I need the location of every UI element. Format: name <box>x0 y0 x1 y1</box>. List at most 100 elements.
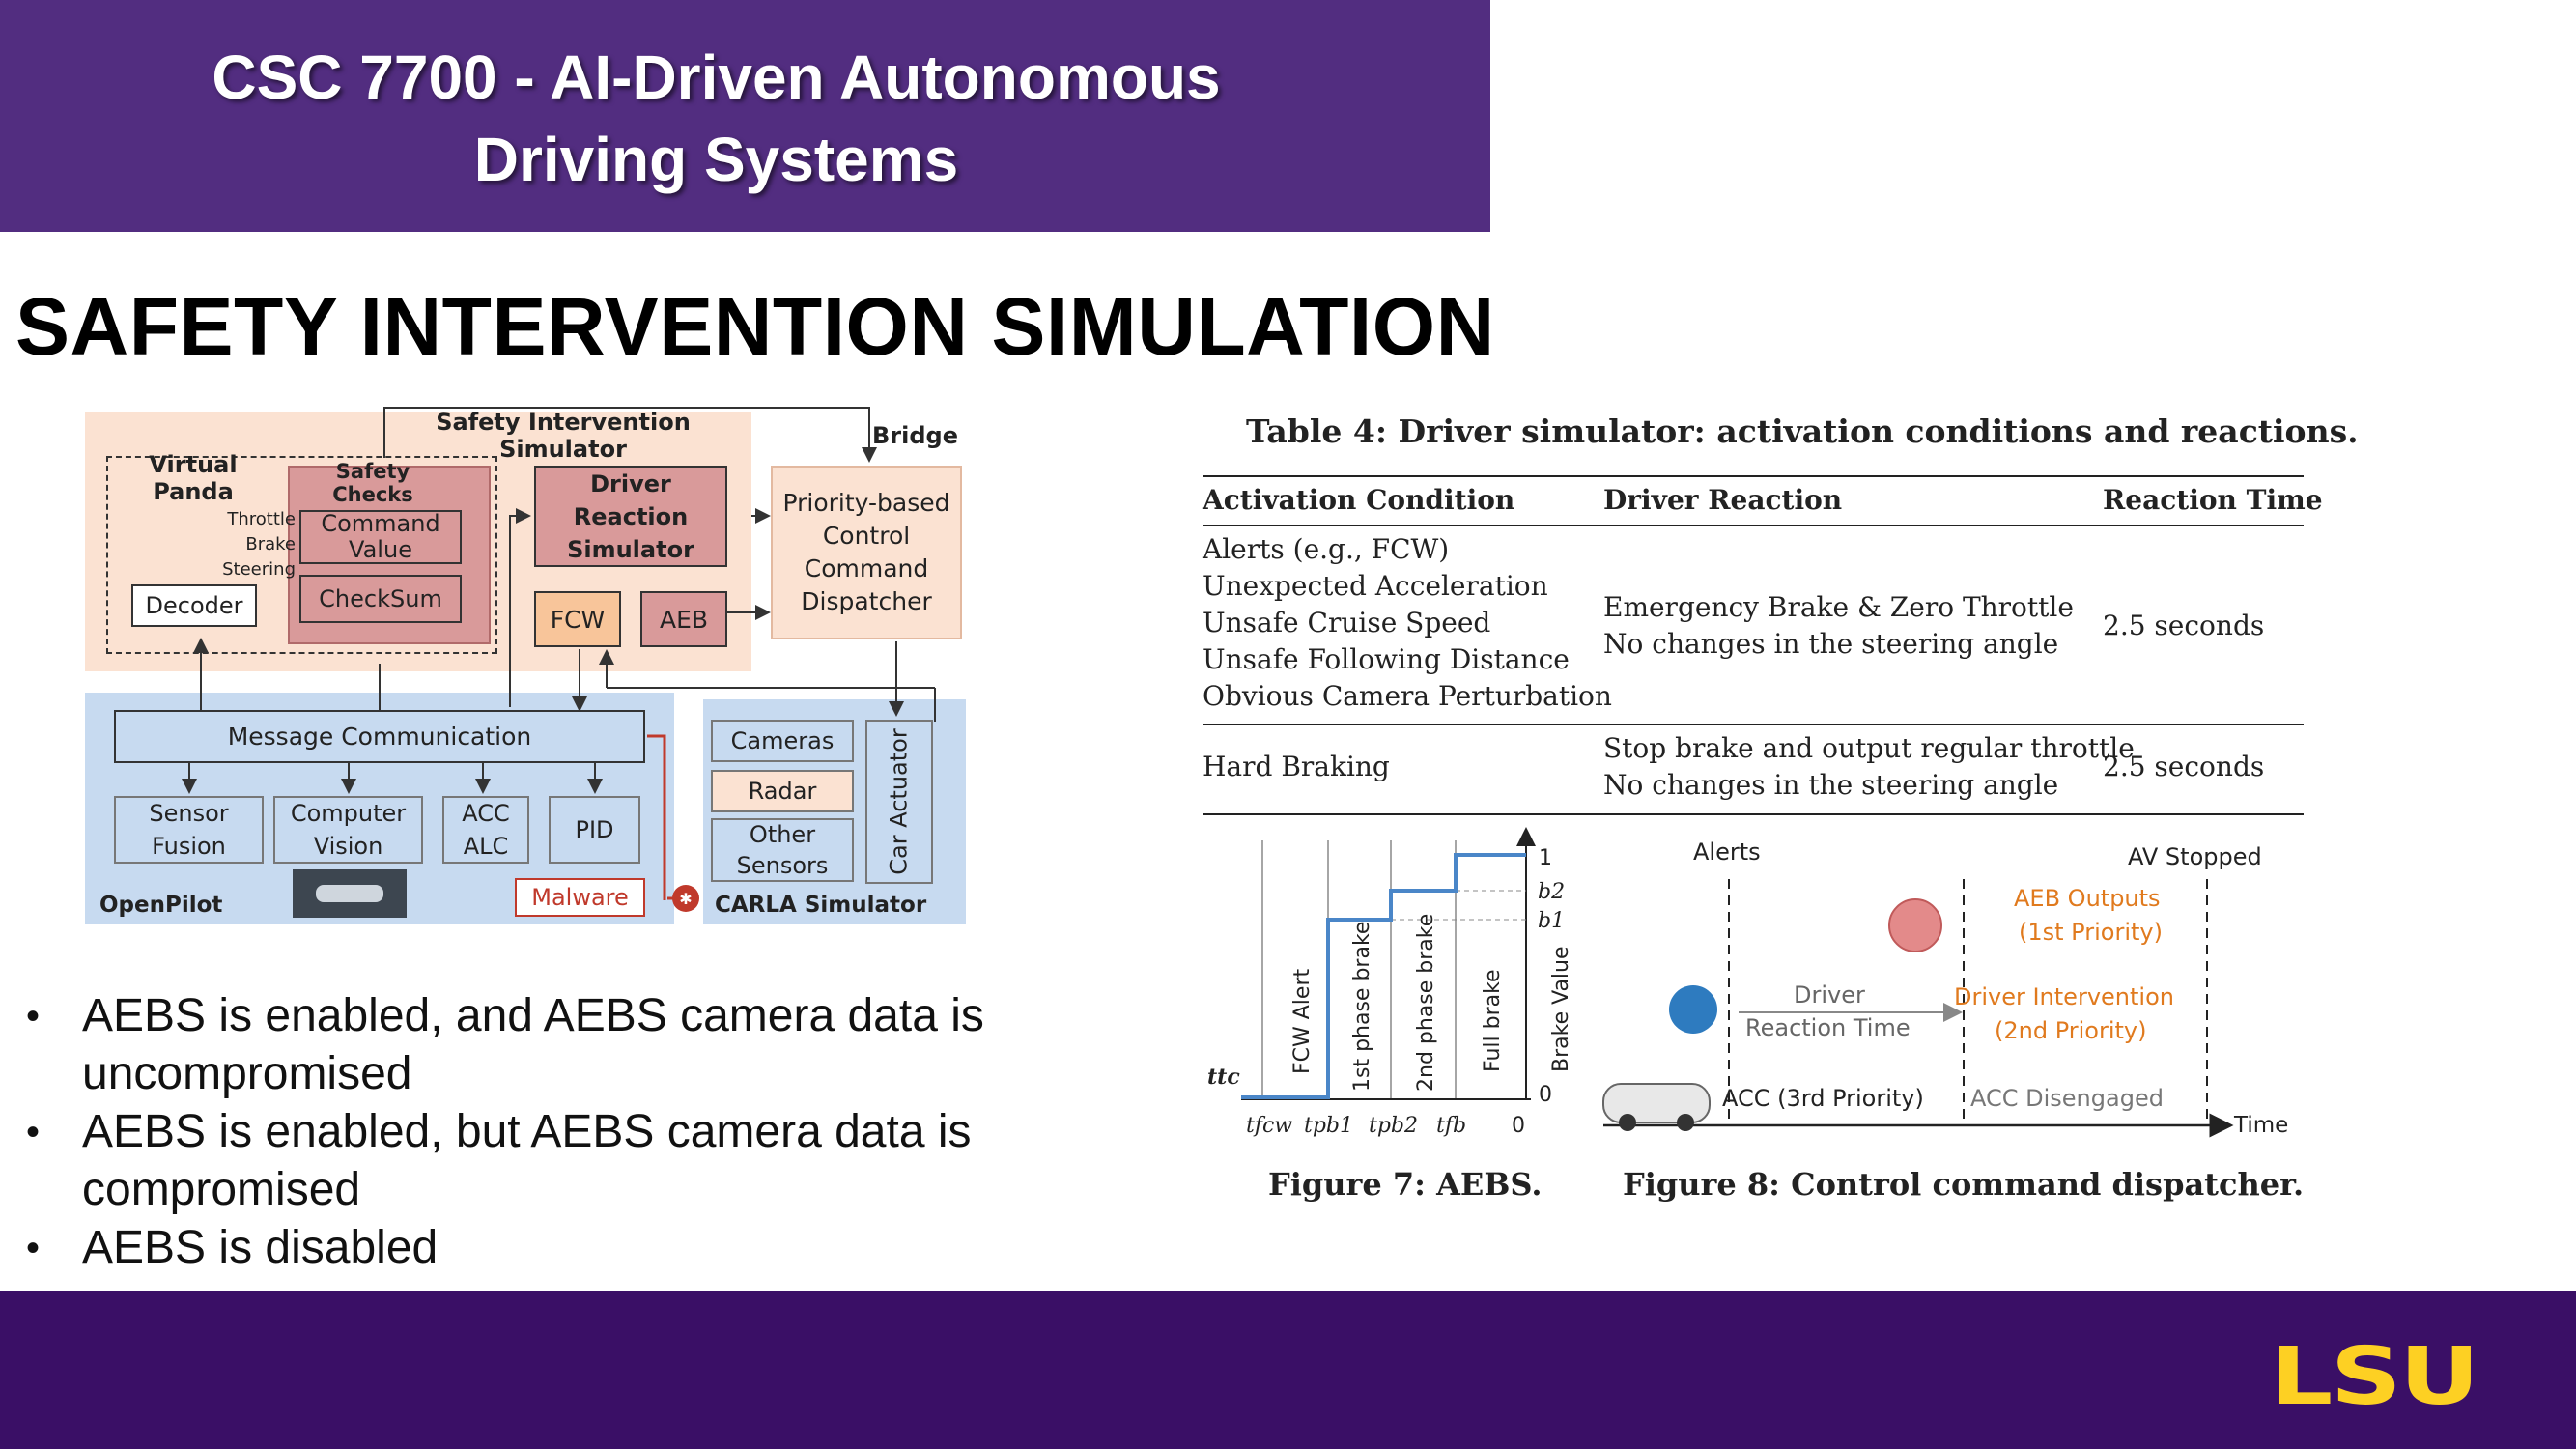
fig7-ytick: 1 <box>1539 846 1552 870</box>
row1-condition: Obvious Camera Perturbation <box>1203 680 1612 712</box>
row1-condition: Unexpected Acceleration <box>1203 570 1548 602</box>
fig8-av-stopped-label: AV Stopped <box>2128 843 2262 870</box>
row1-reaction: Emergency Brake & Zero Throttle <box>1603 591 2074 623</box>
openpilot-label: OpenPilot <box>99 893 223 918</box>
throttle-label: Throttle <box>227 508 296 529</box>
safety-intervention-simulator-label: Safety Intervention Simulator <box>436 409 691 463</box>
course-title-line1: CSC 7700 - AI-Driven Autonomous <box>212 43 1221 112</box>
fig7-xtick: 0 <box>1512 1114 1525 1138</box>
fig7-xtick: tpb2 <box>1369 1114 1418 1138</box>
dispatcher-box: Priority-based Control Command Dispatche… <box>771 466 962 639</box>
header-reaction-time: Reaction Time <box>2103 484 2323 516</box>
fig7-ytick: 0 <box>1539 1083 1552 1107</box>
safety-checks-box <box>288 466 491 644</box>
cameras-box: Cameras <box>711 720 854 762</box>
table-caption: Table 4: Driver simulator: activation co… <box>1246 412 2359 450</box>
fig7-label-fcw-alert: FCW Alert <box>1290 968 1315 1074</box>
slide-heading: SAFETY INTERVENTION SIMULATION <box>15 281 1495 372</box>
fig7-brake-curve <box>1241 853 1526 1099</box>
pid-box: PID <box>549 796 640 864</box>
fig8-time-label: Time <box>2233 1113 2288 1138</box>
bullet-item: AEBS is enabled, and AEBS camera data is… <box>26 987 1096 1103</box>
row2-reaction: No changes in the steering angle <box>1603 769 2059 801</box>
header-driver-reaction: Driver Reaction <box>1603 484 1843 516</box>
fig8-aeb-icon <box>1888 898 1942 952</box>
fig7-ytick: b2 <box>1538 880 1565 904</box>
radar-box: Radar <box>711 770 854 812</box>
table-bottom-rule <box>1203 813 2304 815</box>
diagram-connectors <box>182 407 936 900</box>
row1-condition: Unsafe Cruise Speed <box>1203 607 1491 639</box>
message-communication-box: Message Communication <box>114 710 645 763</box>
fig8-car-icon <box>1602 1083 1711 1123</box>
table-row-rule <box>1203 724 2304 725</box>
decoder-box: Decoder <box>131 584 257 627</box>
sensor-fusion-box: Sensor Fusion <box>114 796 264 864</box>
figure7-caption: Figure 7: AEBS. <box>1268 1166 1542 1203</box>
figure8-dispatcher: Time Alerts AV Stopped AEB Outputs (1st … <box>1602 838 2304 1203</box>
bridge-label: Bridge <box>872 422 958 449</box>
fig8-alerts-label: Alerts <box>1693 838 1761 866</box>
carla-simulator-label: CARLA Simulator <box>715 893 927 918</box>
row1-condition: Unsafe Following Distance <box>1203 643 1570 675</box>
bullet-item: AEBS is enabled, but AEBS camera data is… <box>26 1103 1096 1219</box>
row2-condition: Hard Braking <box>1203 751 1390 782</box>
fig7-ytick: b1 <box>1538 909 1565 933</box>
fig7-label-full-brake: Full brake <box>1481 969 1505 1072</box>
acc-alc-box: ACC ALC <box>442 796 529 864</box>
other-sensors-box: Other Sensors <box>711 818 854 882</box>
computer-vision-box: Computer Vision <box>273 796 423 864</box>
fcw-box: FCW <box>534 591 621 647</box>
fig7-y-axis-label: Brake Value <box>1549 946 1573 1072</box>
figure8-caption: Figure 8: Control command dispatcher. <box>1623 1166 2304 1203</box>
course-title-line2: Driving Systems <box>473 125 959 194</box>
table-header-rule <box>1203 525 2304 526</box>
fig7-xtick: tfb <box>1436 1114 1466 1138</box>
title-bar: CSC 7700 - AI-Driven Autonomous Driving … <box>0 0 1490 232</box>
fig8-acc-label: ACC (3rd Priority) <box>1722 1085 1924 1112</box>
computer-vision-camera-image <box>293 869 407 918</box>
fig8-aeb-outputs: AEB Outputs <box>2014 885 2161 912</box>
fig8-car-wheel <box>1677 1114 1694 1131</box>
brake-label: Brake <box>245 533 296 554</box>
row1-reaction: No changes in the steering angle <box>1603 628 2059 660</box>
virtual-panda-label: Virtual Panda <box>149 451 238 505</box>
fig8-driver-intervention: Driver Intervention <box>1954 983 2174 1010</box>
fig7-label-phase2: 2nd phase brake <box>1414 914 1438 1092</box>
row1-time: 2.5 seconds <box>2103 610 2265 641</box>
driver-reaction-simulator-box: Driver Reaction Simulator <box>534 466 727 567</box>
malware-box: Malware <box>515 878 645 917</box>
course-title: CSC 7700 - AI-Driven Autonomous Driving … <box>0 37 1432 201</box>
bullet-item: AEBS is disabled <box>26 1219 1096 1277</box>
steering-label: Steering <box>222 558 296 580</box>
figure7-aebs: FCW Alert 1st phase brake 2nd phase brak… <box>1207 827 1573 1203</box>
command-value-box: Command Value <box>299 510 462 564</box>
fig7-label-phase1: 1st phase brake <box>1350 922 1374 1092</box>
car-actuator-label: Car Actuator <box>886 728 914 875</box>
footer-bar <box>0 1291 2576 1449</box>
fig7-xtick: tfcw <box>1246 1114 1292 1138</box>
car-actuator-box: Car Actuator <box>865 720 933 884</box>
safety-checks-label: Safety Checks <box>332 460 413 506</box>
row2-reaction: Stop brake and output regular throttle <box>1603 732 2135 764</box>
checksum-box: CheckSum <box>299 575 462 623</box>
header-activation-condition: Activation Condition <box>1203 484 1515 516</box>
aeb-box: AEB <box>640 591 727 647</box>
virtual-panda-region <box>106 456 497 654</box>
malware-bug-icon: ✱ <box>672 885 699 912</box>
row2-time: 2.5 seconds <box>2103 751 2265 782</box>
table-top-rule <box>1203 475 2304 477</box>
fig8-car-wheel <box>1619 1114 1636 1131</box>
fig8-aeb-priority: (1st Priority) <box>2019 919 2163 946</box>
row1-condition: Alerts (e.g., FCW) <box>1203 533 1450 565</box>
fig7-ttc: ttc <box>1207 1065 1240 1090</box>
fig7-xtick: tpb1 <box>1304 1114 1353 1138</box>
fig8-acc-disengaged: ACC Disengaged <box>1970 1085 2164 1112</box>
bullet-list: AEBS is enabled, and AEBS camera data is… <box>26 987 1096 1277</box>
fig8-driver-priority: (2nd Priority) <box>1995 1017 2147 1044</box>
fig8-driver-label: Driver <box>1794 981 1865 1009</box>
architecture-diagram: Priority-based Control Command Dispatche… <box>85 407 966 929</box>
fig8-reaction-time: Reaction Time <box>1745 1014 1911 1041</box>
lsu-logo: LSU <box>2270 1331 2479 1423</box>
fig8-driver-icon <box>1669 985 1717 1034</box>
